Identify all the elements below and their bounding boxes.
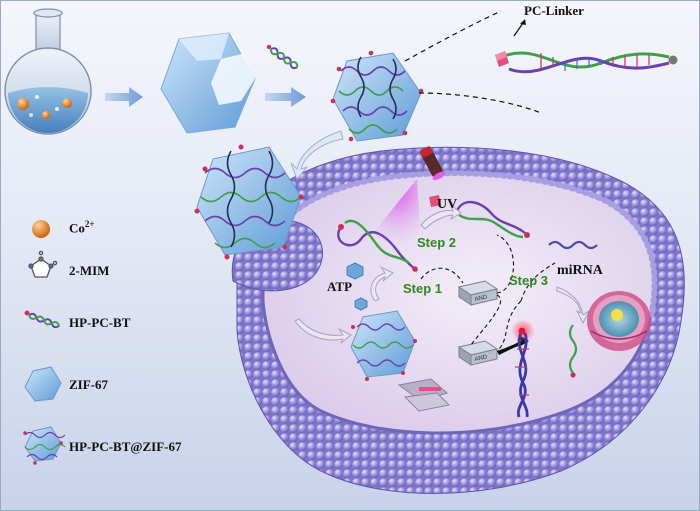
arrow-to-large-composite (290, 130, 344, 180)
legend-icons (23, 220, 66, 465)
and-gate-lower: AND (457, 340, 499, 366)
cleaved-probe (429, 195, 530, 239)
atp-molecules (346, 262, 368, 311)
zif-67-icon (24, 366, 62, 402)
and-gate-upper: AND (457, 280, 499, 306)
arrow-crystal-to-composite (265, 87, 306, 107)
2-mim-molecule-icon (28, 250, 58, 278)
legend-zif-67: ZIF-67 (69, 377, 108, 392)
logic-flow-lines (420, 234, 556, 352)
nucleus-organelle (587, 291, 651, 351)
atp-label: ATP (327, 279, 353, 294)
hp-pc-bt-at-zif-67-icon (23, 426, 66, 465)
atp-arrow (370, 265, 394, 302)
composite-entering-cell (194, 144, 304, 260)
uv-lamp (419, 146, 446, 180)
svg-text:AND: AND (474, 294, 488, 303)
synthesis-flask (4, 8, 92, 135)
endocytosis-arrow (294, 318, 352, 344)
pc-linker-hairpin (495, 51, 678, 74)
hp-pc-bt-at-zif-67-particle (330, 50, 424, 142)
step-1-label: Step 1 (403, 281, 443, 296)
composite-inside-cell (350, 310, 417, 381)
mirna-strand-free (568, 324, 578, 374)
cobalt-ion-icon (32, 220, 50, 238)
legend-hp-pc-bt: HP-PC-BT (69, 315, 131, 330)
step-2-label: Step 2 (417, 235, 457, 250)
uv-to-cleaved-arrow (420, 203, 462, 230)
uv-light-beam (373, 179, 421, 248)
legend-cobalt: Co2+ (69, 219, 95, 236)
svg-text:AND: AND (474, 354, 488, 363)
activated-beacon (511, 319, 535, 418)
mirna-strand (548, 240, 598, 250)
uv-label: UV (437, 197, 458, 212)
legend-2-mim: 2-MIM (69, 263, 110, 278)
released-hp-pc-bt (337, 219, 418, 272)
degraded-framework (397, 378, 451, 412)
pc-linker-label: PC-Linker (524, 3, 584, 18)
callout-line-upper (404, 10, 502, 62)
callout-line-lower (418, 92, 542, 114)
legend-composite: HP-PC-BT@ZIF-67 (69, 439, 182, 454)
arrow-flask-to-crystal (105, 87, 143, 107)
mirna-arrow (556, 286, 591, 325)
pc-linker-pointer (513, 22, 524, 37)
zif-67-crystal (160, 32, 256, 134)
hp-pc-bt-probe-small (266, 44, 299, 70)
hp-pc-bt-icon (24, 310, 61, 329)
step-3-label: Step 3 (509, 273, 549, 288)
mirna-label: miRNA (557, 263, 603, 278)
